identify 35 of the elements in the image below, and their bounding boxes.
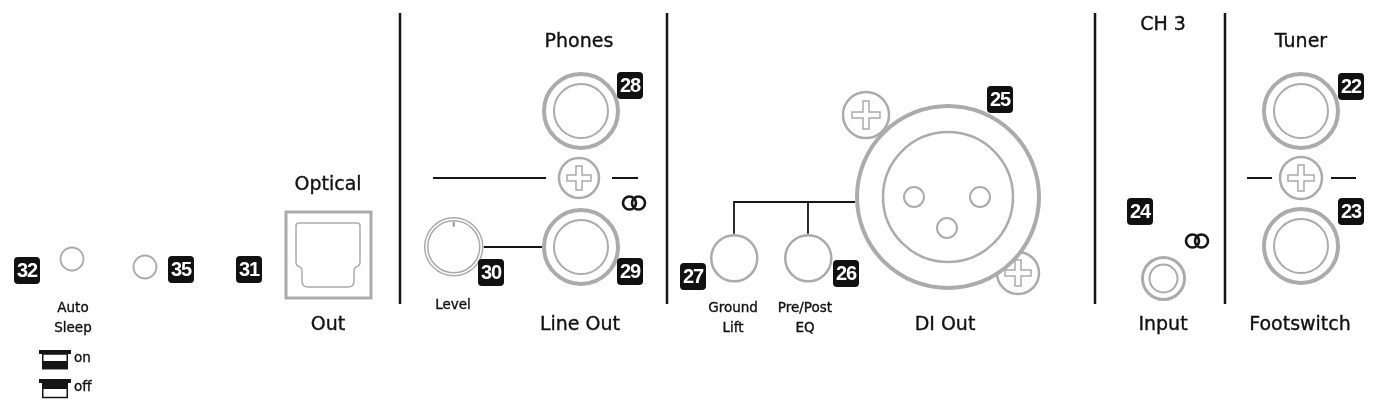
callout-number: 27 [680, 263, 707, 290]
callout-number: 26 [833, 260, 860, 287]
xlr-socket [855, 104, 1041, 290]
part-label: Ground Lift [707, 298, 759, 337]
jack-socket [1262, 207, 1340, 285]
part-label: Level [435, 297, 471, 313]
part-label: Auto Sleep [53, 298, 93, 337]
callout-number: 29 [617, 258, 644, 285]
connector-line [807, 201, 857, 235]
jack-socket [542, 208, 620, 286]
part-label: Tuner [1274, 30, 1328, 52]
part-label: Footswitch [1249, 313, 1351, 335]
callout-number: 32 [14, 257, 41, 284]
part-label: Input [1138, 313, 1188, 335]
jack-socket [542, 72, 620, 150]
part-label: DI Out [914, 313, 976, 335]
part-label: Phones [544, 30, 614, 52]
push-switch [709, 233, 759, 283]
push-switch [783, 233, 833, 283]
callout-number: 25 [987, 86, 1014, 113]
jack-socket [1140, 255, 1186, 301]
switch-state-label: off [74, 379, 92, 395]
part-label: Out [310, 313, 346, 335]
callout-number: 23 [1338, 198, 1365, 225]
jack-socket [1262, 72, 1340, 150]
section-heading: CH 3 [1140, 13, 1186, 35]
callout-number: 24 [1127, 198, 1154, 225]
callout-number: 30 [478, 259, 505, 286]
callout-number: 28 [617, 72, 644, 99]
switch-state-label: on [74, 350, 91, 366]
callout-number: 31 [236, 256, 263, 283]
part-label: Line Out [539, 313, 621, 335]
part-label: Pre/Post EQ [776, 298, 834, 337]
callout-number: 35 [168, 256, 195, 283]
callout-number: 22 [1338, 73, 1365, 100]
